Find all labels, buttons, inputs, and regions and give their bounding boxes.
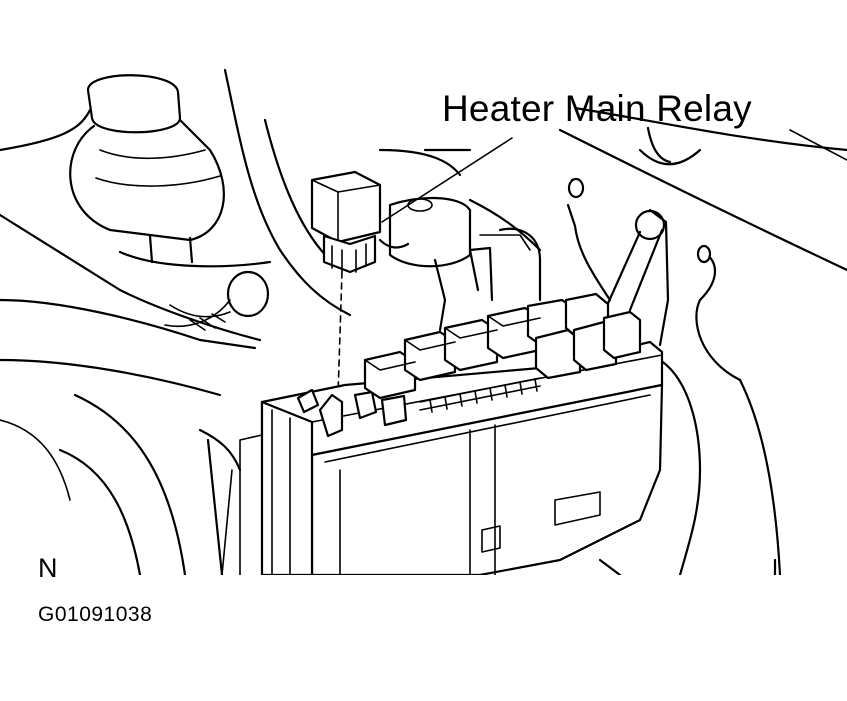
brake-reservoir: [69, 74, 272, 327]
installation-guide-line: [337, 271, 343, 396]
relay-socket-area: [378, 197, 542, 332]
fuse-relay-box: [221, 340, 664, 575]
callout-leader-line: [381, 137, 513, 223]
figure-id: G01091038: [38, 603, 153, 626]
heater-main-relay-label: Heater Main Relay: [442, 88, 752, 129]
ground-strap: [566, 177, 782, 575]
installed-relays: [363, 292, 642, 400]
body-structure: [378, 106, 847, 272]
orientation-marker: N: [38, 553, 58, 583]
lower-structure: [198, 428, 777, 575]
brake-booster: [0, 68, 352, 575]
heater-main-relay: [310, 170, 382, 274]
